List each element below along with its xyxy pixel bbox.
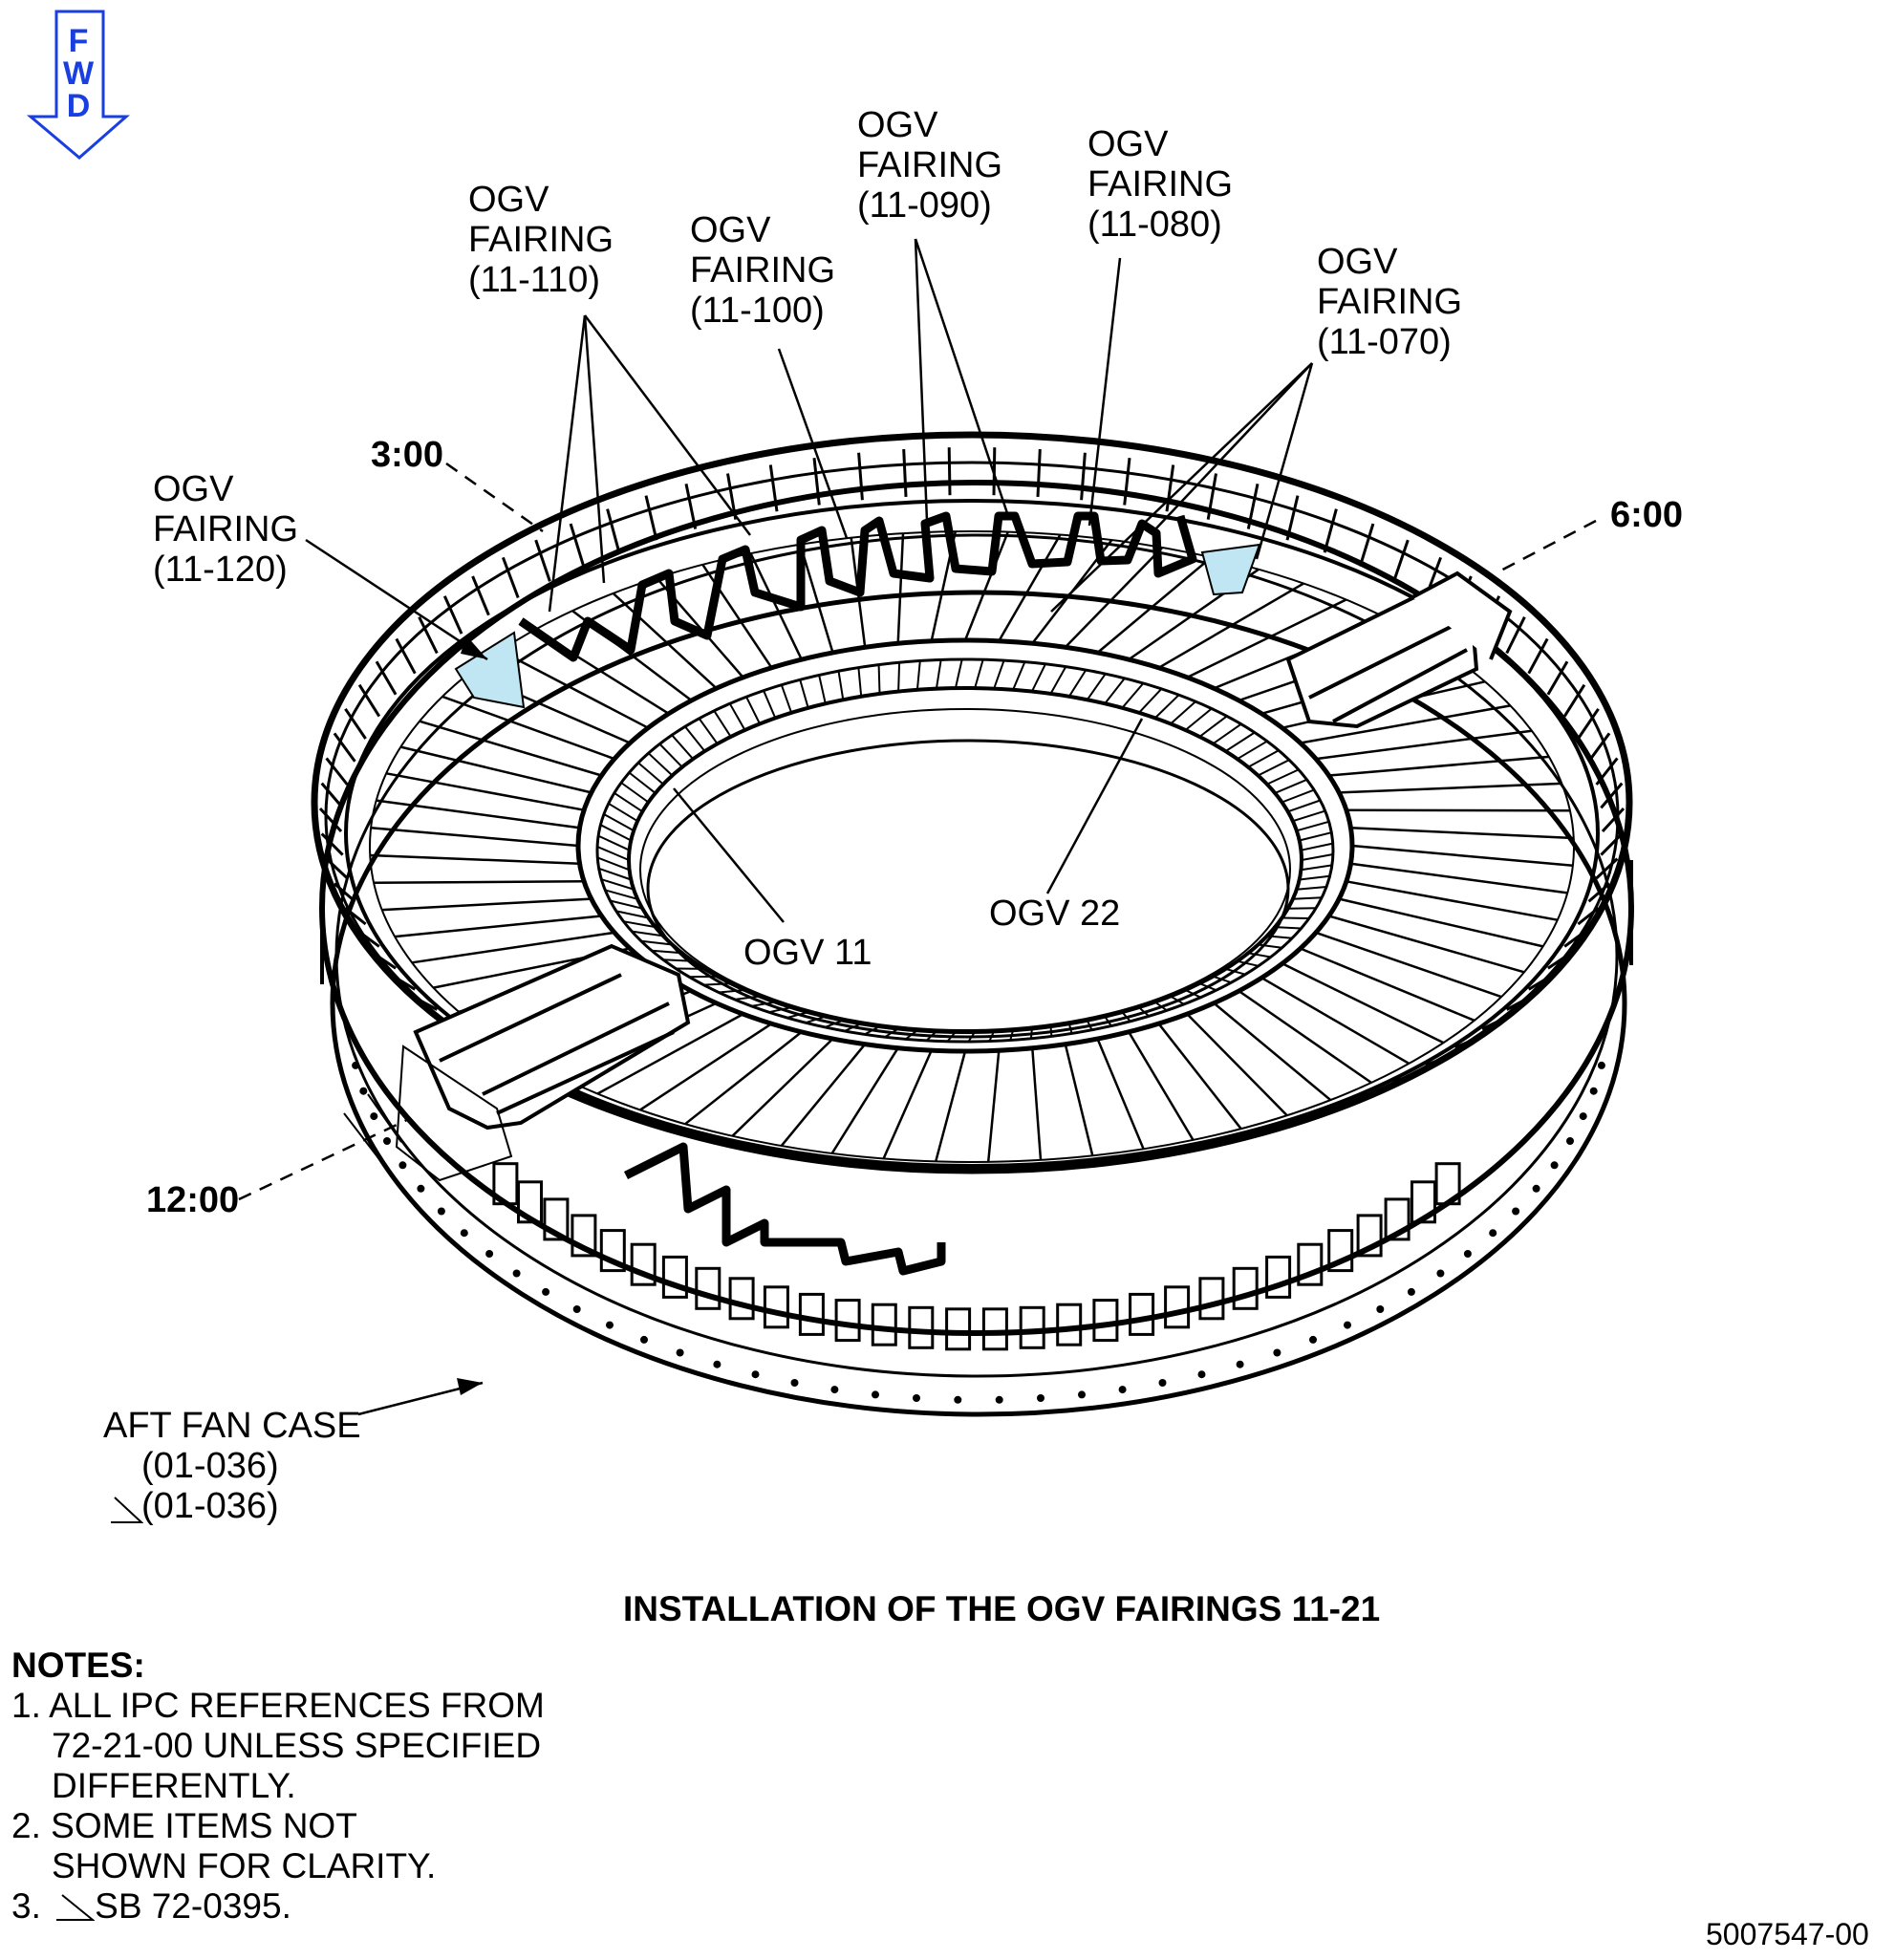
callout-ogv-fairing-11-080: OGV FAIRING (11-080)	[1087, 124, 1233, 245]
callout-line-1: OGV	[857, 105, 938, 145]
note-3-text: SB 72-0395.	[95, 1886, 291, 1926]
callout-line-1: AFT FAN CASE	[103, 1406, 361, 1446]
revision-triangle-icon	[111, 1497, 143, 1523]
note-2-line-1: 2. SOME ITEMS NOT	[11, 1806, 357, 1845]
callout-ogv-22: OGV 22	[989, 894, 1121, 934]
callout-aft-fan-case: AFT FAN CASE (01-036) (01-036)	[103, 1406, 361, 1526]
note-1-line-3: DIFFERENTLY.	[52, 1766, 296, 1805]
callout-line-3: (11-120)	[153, 549, 288, 590]
callout-line-2: (01-036)	[141, 1446, 279, 1486]
leader-arrowheads	[457, 635, 487, 1395]
figure-number: 5007547-00	[1706, 1917, 1869, 1951]
aft-fan-case-body	[311, 431, 1634, 1417]
callout-line-1: OGV	[468, 180, 549, 220]
callout-line-3: (11-080)	[1087, 205, 1222, 245]
note-1-line-2: 72-21-00 UNLESS SPECIFIED	[52, 1726, 542, 1765]
leader-lines	[305, 238, 1314, 1416]
callout-ogv-11: OGV 11	[743, 933, 872, 973]
fwd-letter-f: F	[68, 23, 89, 59]
note-3-number: 3.	[11, 1886, 41, 1926]
callout-line-3: (11-090)	[857, 185, 992, 226]
callout-ogv-fairing-11-120: OGV FAIRING (11-120)	[153, 469, 298, 590]
callout-line-1: OGV	[690, 210, 771, 250]
callout-line-1: OGV	[153, 469, 234, 509]
callout-line-3: (11-110)	[468, 260, 600, 300]
ogv-vanes	[370, 530, 1574, 1163]
fwd-letter-w: W	[62, 55, 95, 92]
notes-block: NOTES: 1. ALL IPC REFERENCES FROM 72-21-…	[11, 1646, 545, 1927]
callout-ogv-fairing-11-070: OGV FAIRING (11-070)	[1317, 242, 1462, 362]
callout-ogv-fairing-11-110: OGV FAIRING (11-110)	[468, 180, 614, 300]
fwd-letter-d: D	[66, 88, 91, 124]
clock-label-6-00: 6:00	[1610, 495, 1684, 535]
case-flange-panels	[492, 1162, 1461, 1351]
fairing-highlights	[454, 543, 1261, 709]
callout-line-3: (11-100)	[690, 291, 825, 331]
struts	[413, 571, 1513, 1131]
callout-line-2: FAIRING	[857, 145, 1003, 185]
callout-line-1: OGV	[1087, 124, 1169, 164]
callout-line-3: (11-070)	[1317, 322, 1452, 362]
forward-direction-label: F W D	[59, 25, 97, 122]
highlighted-ogv-fairings	[518, 511, 1197, 1276]
clock-label-12-00: 12:00	[146, 1180, 240, 1220]
callout-line-3-with-revision-flag: (01-036)	[103, 1486, 361, 1526]
inner-hub-rings	[575, 637, 1355, 1054]
note-3: 3. SB 72-0395.	[11, 1886, 545, 1927]
callout-line-3-text: (01-036)	[141, 1486, 279, 1526]
note-1-line-1: 1. ALL IPC REFERENCES FROM	[11, 1686, 545, 1725]
case-bolt-holes	[352, 1061, 1605, 1404]
strut-details	[343, 1045, 513, 1182]
figure-caption: INSTALLATION OF THE OGV FAIRINGS 11-21	[623, 1589, 1381, 1628]
callout-line-2: FAIRING	[1087, 164, 1234, 205]
callout-line-2: FAIRING	[468, 220, 614, 260]
callout-line-2: FAIRING	[153, 509, 299, 549]
clock-label-3-00: 3:00	[371, 435, 444, 475]
clock-leaders	[238, 462, 1597, 1201]
callout-ogv-fairing-11-100: OGV FAIRING (11-100)	[690, 210, 835, 331]
callout-line-1: OGV	[1317, 242, 1398, 282]
note-2-line-2: SHOWN FOR CLARITY.	[52, 1846, 437, 1885]
forward-arrow-icon	[26, 10, 130, 160]
callout-line-2: FAIRING	[690, 250, 836, 291]
callout-ogv-fairing-11-090: OGV FAIRING (11-090)	[857, 105, 1002, 226]
notes-heading: NOTES:	[11, 1646, 145, 1685]
inner-hub-blades	[596, 658, 1334, 1043]
revision-triangle-icon	[56, 1894, 96, 1921]
callout-line-2: FAIRING	[1317, 282, 1463, 322]
